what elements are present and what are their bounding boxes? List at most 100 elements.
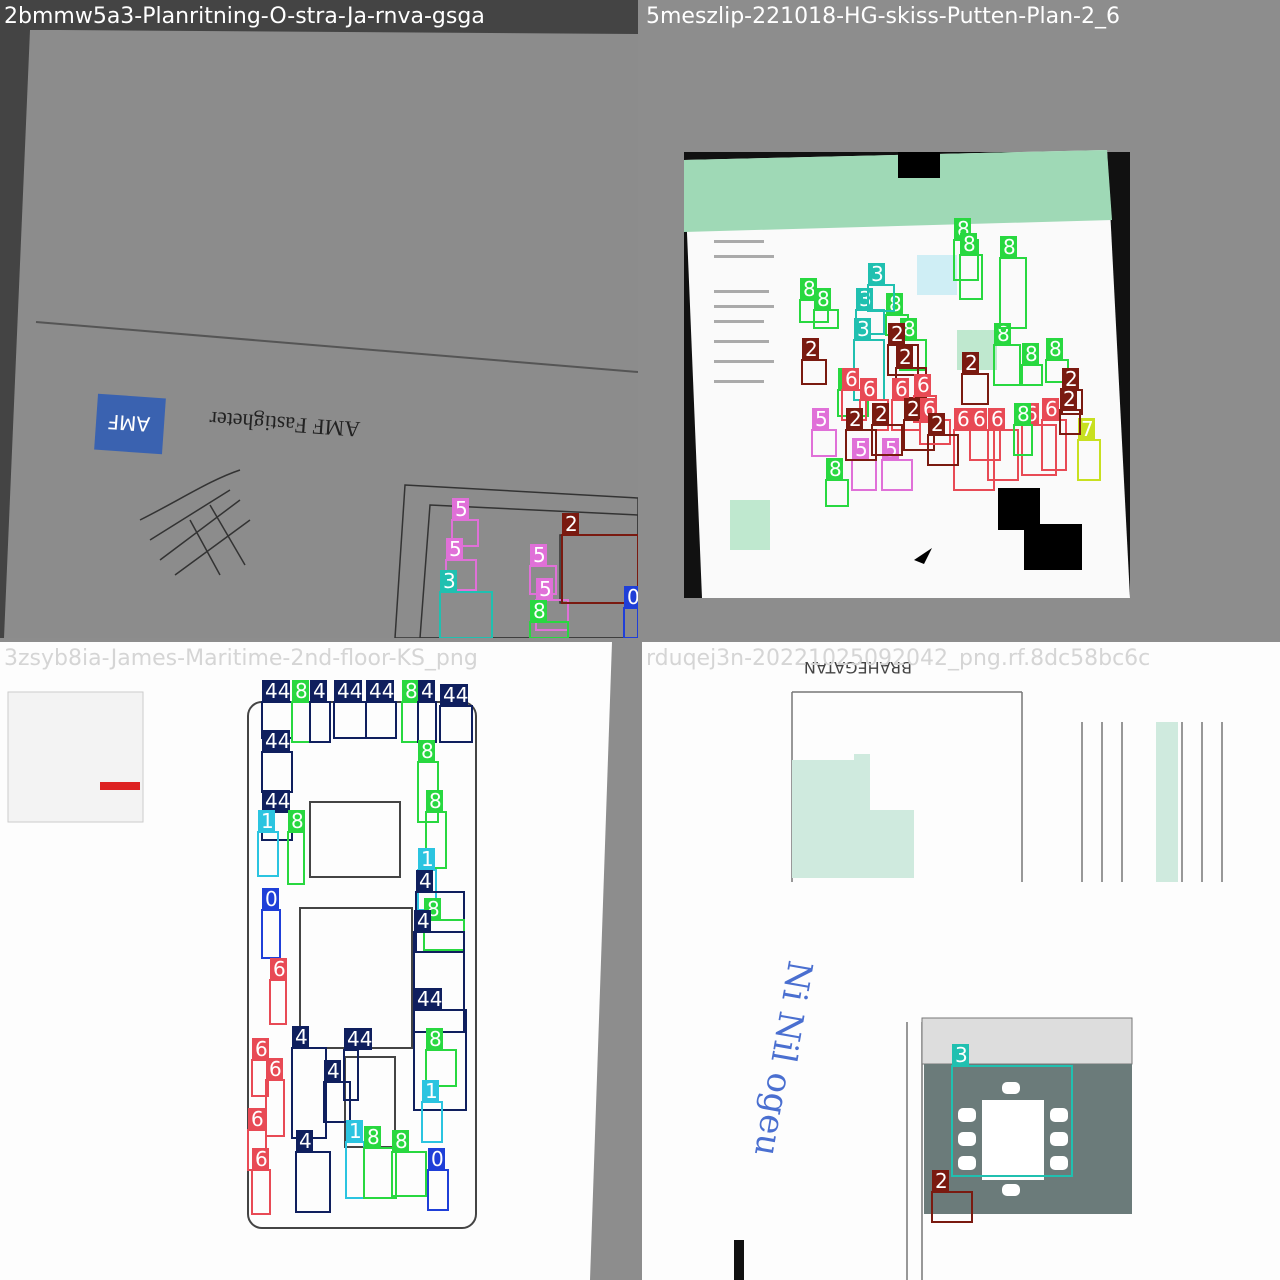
detection-tag-bg xyxy=(440,570,457,592)
detection-tag-bg xyxy=(814,288,831,310)
detection-tag-bg xyxy=(248,1108,265,1130)
detection-tag-bg xyxy=(954,408,971,430)
detection-tag-bg xyxy=(1014,403,1031,425)
detection-label-class-8: 8 xyxy=(421,739,434,763)
detection-tag-bg xyxy=(426,790,443,812)
detection-label-class-5: 5 xyxy=(539,577,552,601)
detection-tag-bg xyxy=(846,408,863,430)
detection-label-class-6: 6 xyxy=(273,957,286,981)
detection-label-class-2: 2 xyxy=(891,322,904,346)
detection-tag-bg xyxy=(1000,236,1017,258)
detection-label-class-2: 2 xyxy=(931,412,944,436)
detection-label-class-8: 8 xyxy=(889,292,902,316)
detection-tag-bg xyxy=(292,680,309,702)
detection-label-class-1: 1 xyxy=(349,1119,362,1143)
tile-4-green-room xyxy=(792,754,914,878)
detection-label-class-8: 8 xyxy=(533,599,546,623)
detection-label-class-1: 1 xyxy=(425,1079,438,1103)
tile-4-canvas: BRAHEGATAN Ni Nil ogeu 32 xyxy=(642,642,1280,1280)
detection-tag-bg xyxy=(426,1028,443,1050)
detection-tag-bg xyxy=(402,680,419,702)
detection-tag-bg xyxy=(562,513,579,535)
detection-tag-bg xyxy=(872,403,889,425)
detection-label-class-8: 8 xyxy=(395,1129,408,1153)
detection-label-class-3: 3 xyxy=(443,569,456,593)
detection-tag-bg xyxy=(624,586,638,608)
detection-label-class-5: 5 xyxy=(885,437,898,461)
detection-tag-bg xyxy=(252,1148,269,1170)
detection-tag-bg xyxy=(262,888,279,910)
detection-tag-bg xyxy=(1078,418,1095,440)
detection-label-class-4: 44 xyxy=(443,683,468,707)
detection-tag-bg xyxy=(266,1058,283,1080)
detection-label-class-8: 8 xyxy=(405,679,418,703)
detection-tag-bg xyxy=(888,323,905,345)
detection-tag-bg xyxy=(952,1044,969,1066)
tile-1-paper xyxy=(4,30,638,638)
detection-label-class-5: 5 xyxy=(815,407,828,431)
detection-label-class-6: 6 xyxy=(845,367,858,391)
detection-label-class-8: 8 xyxy=(829,457,842,481)
detection-label-class-2: 2 xyxy=(805,337,818,361)
detection-tag-bg xyxy=(452,498,469,520)
detection-tag-bg xyxy=(842,368,859,390)
detection-tag-bg xyxy=(988,408,1005,430)
detection-label-class-6: 6 xyxy=(991,407,1004,431)
detection-label-class-3: 3 xyxy=(857,317,870,341)
detection-tag-bg xyxy=(414,910,431,932)
detection-tag-bg xyxy=(334,680,362,702)
detection-label-class-2: 2 xyxy=(849,407,862,431)
detection-label-class-4: 4 xyxy=(419,869,432,893)
detection-label-class-5: 5 xyxy=(449,537,462,561)
detection-label-class-4: 44 xyxy=(265,729,290,753)
detection-label-class-8: 8 xyxy=(1017,402,1030,426)
detection-tag-bg xyxy=(416,870,433,892)
detection-label-class-4: 4 xyxy=(417,909,430,933)
detection-label-class-7: 7 xyxy=(1081,417,1094,441)
detection-box-class-8 xyxy=(529,621,569,638)
detection-tag-bg xyxy=(914,374,931,396)
detection-tag-bg xyxy=(428,1148,445,1170)
detection-label-class-4: 4 xyxy=(313,679,326,703)
detection-tag-bg xyxy=(904,398,921,420)
detection-tag-bg xyxy=(262,680,290,702)
detection-label-class-2: 2 xyxy=(935,1169,948,1193)
detection-label-class-8: 8 xyxy=(367,1125,380,1149)
detection-tag-bg xyxy=(324,1060,341,1082)
detection-tag-bg xyxy=(1022,343,1039,365)
detection-tag-bg xyxy=(292,1026,309,1048)
detection-box-class-3 xyxy=(439,591,493,638)
detection-label-class-3: 3 xyxy=(859,287,872,311)
detection-tag-bg xyxy=(530,600,547,622)
detection-tag-bg xyxy=(392,1130,409,1152)
detection-tag-bg xyxy=(296,1130,313,1152)
detection-label-class-8: 8 xyxy=(291,809,304,833)
detection-label-class-6: 6 xyxy=(255,1037,268,1061)
detection-tag-bg xyxy=(1060,388,1077,410)
detection-tag-bg xyxy=(418,848,435,870)
detection-label-class-4: 4 xyxy=(295,1025,308,1049)
detection-label-class-2: 2 xyxy=(1063,387,1076,411)
detection-label-class-8: 8 xyxy=(817,287,830,311)
detection-tag-bg xyxy=(440,684,468,706)
detection-label-class-2: 2 xyxy=(899,345,912,369)
detection-tag-bg xyxy=(262,790,290,812)
detection-tag-bg xyxy=(270,958,287,980)
detection-tag-bg xyxy=(418,740,435,762)
detection-tag-bg xyxy=(346,1120,363,1142)
detection-tag-bg xyxy=(802,338,819,360)
tile-1-title: 2bmmw5a3-Planritning-O-stra-Ja-rnva-gsga xyxy=(4,4,485,29)
detection-tag-bg xyxy=(962,352,979,374)
detection-tag-bg xyxy=(960,233,977,255)
detection-tag-bg xyxy=(868,263,885,285)
tile-4-title: rduqej3n-20221025092042_png.rf.8dc58bc6c xyxy=(646,646,1151,671)
detection-tag-bg xyxy=(854,318,871,340)
tile-4-table xyxy=(982,1100,1044,1180)
tile-2-header-band xyxy=(684,150,1112,232)
detection-tag-bg xyxy=(1062,368,1079,390)
detection-label-class-4: 44 xyxy=(417,987,442,1011)
